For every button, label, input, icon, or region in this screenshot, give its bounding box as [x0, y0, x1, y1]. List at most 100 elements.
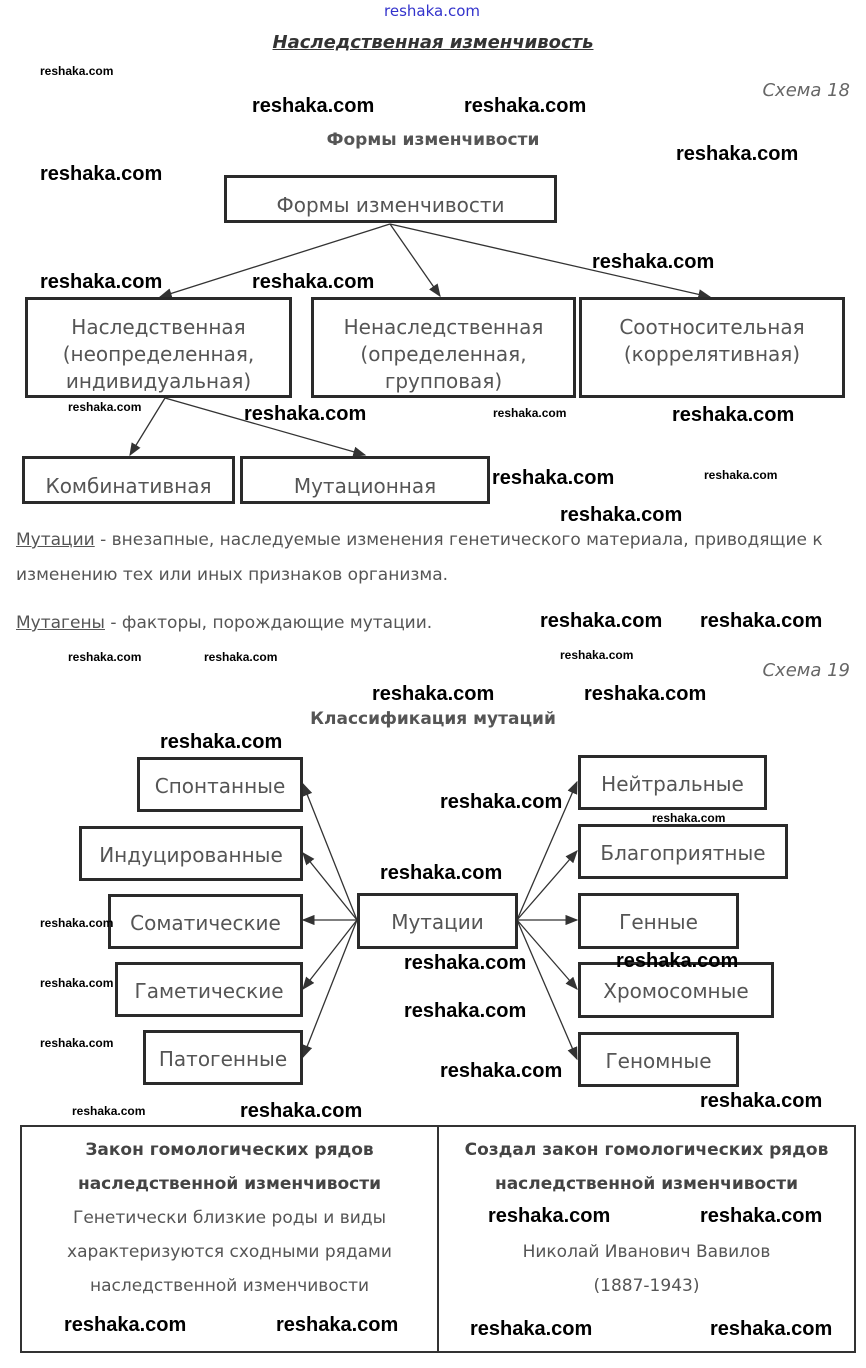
watermark: reshaka.com — [592, 251, 715, 273]
watermark: reshaka.com — [252, 95, 375, 117]
left-box-pathogenic: Патогенные — [143, 1030, 303, 1085]
watermark: reshaka.com — [676, 143, 799, 165]
watermark: reshaka.com — [40, 976, 114, 990]
box-label: Нейтральные — [601, 772, 744, 796]
watermark: reshaka.com — [540, 610, 663, 632]
schema-18-heading: Формы изменчивости — [326, 130, 540, 150]
term: Мутации — [16, 530, 95, 550]
box-label: Гаметические — [134, 979, 284, 1003]
box-sub: (определенная, — [360, 342, 527, 366]
right-box-favorable: Благоприятные — [578, 824, 788, 879]
box-label: Соматические — [130, 911, 281, 935]
left-box-induced: Индуцированные — [79, 826, 303, 881]
box-label: Геномные — [605, 1049, 712, 1073]
watermark: reshaka.com — [64, 1314, 187, 1336]
watermark: reshaka.com — [493, 406, 567, 420]
forms-root-box: Формы изменчивости — [224, 175, 557, 223]
box-label: Соотносительная — [619, 315, 805, 339]
box-label: Благоприятные — [600, 841, 766, 865]
right-box-chromosomal: Хромосомные — [578, 962, 774, 1018]
watermark: reshaka.com — [464, 95, 587, 117]
watermark: reshaka.com — [700, 1090, 823, 1112]
right-box-genomic: Геномные — [578, 1032, 739, 1087]
watermark: reshaka.com — [672, 404, 795, 426]
law-text: Генетически близкие роды и виды — [72, 1208, 386, 1228]
box-label: Патогенные — [158, 1047, 288, 1071]
box-label: Наследственная — [71, 315, 246, 339]
watermark: reshaka.com — [440, 1060, 563, 1082]
author-cell: Создал закон гомологических рядов наследс… — [437, 1125, 856, 1353]
author-years: (1887-1943) — [593, 1276, 700, 1296]
title-text: Наследственная изменчивость — [272, 32, 594, 53]
watermark: reshaka.com — [40, 1036, 114, 1050]
definition-mutations: Мутации - внезапные, наследуемые изменен… — [16, 523, 852, 593]
left-box-gametic: Гаметические — [115, 962, 303, 1017]
watermark: reshaka.com — [372, 683, 495, 705]
watermark: reshaka.com — [488, 1205, 611, 1227]
definition-text: - факторы, порождающие мутации. — [104, 613, 433, 633]
author-title: Создал закон гомологических рядов — [464, 1140, 829, 1160]
law-cell: Закон гомологических рядов наследственной… — [20, 1125, 439, 1353]
right-box-gene: Генные — [578, 893, 739, 949]
form-correlative-box: Соотносительная (коррелятивная) — [579, 297, 845, 398]
watermark: reshaka.com — [40, 271, 163, 293]
watermark: reshaka.com — [616, 950, 739, 972]
watermark: reshaka.com — [68, 400, 142, 414]
box-label: Спонтанные — [154, 774, 286, 798]
combinative-box: Комбинативная — [22, 456, 235, 504]
schema-19-heading: Классификация мутаций — [310, 709, 556, 729]
watermark: reshaka.com — [492, 467, 615, 489]
watermark: reshaka.com — [276, 1314, 399, 1336]
schema-18-label: Схема 18 — [762, 80, 850, 101]
box-sub: групповая) — [384, 369, 503, 393]
box-label: Комбинативная — [45, 474, 212, 498]
watermark: reshaka.com — [404, 952, 527, 974]
box-label: Генные — [619, 910, 698, 934]
law-title: наследственной изменчивости — [77, 1174, 382, 1194]
box-label: Хромосомные — [603, 979, 749, 1003]
watermark: reshaka.com — [584, 683, 707, 705]
watermark: reshaka.com — [710, 1318, 833, 1340]
watermark: reshaka.com — [240, 1100, 363, 1122]
page-title: Наследственная изменчивость — [0, 32, 866, 53]
watermark: reshaka.com — [40, 163, 163, 185]
right-box-neutral: Нейтральные — [578, 755, 767, 810]
watermark: reshaka.com — [160, 731, 283, 753]
watermark: reshaka.com — [72, 1104, 146, 1118]
law-text: наследственной изменчивости — [89, 1276, 370, 1296]
box-label: Ненаследственная — [343, 315, 544, 339]
box-label: Мутации — [391, 910, 484, 934]
box-sub: (неопределенная, — [62, 342, 255, 366]
watermark: reshaka.com — [244, 403, 367, 425]
form-nonhereditary-box: Ненаследственная (определенная, групповая) — [311, 297, 576, 398]
watermark: reshaka.com — [560, 504, 683, 526]
mutations-center-box: Мутации — [357, 893, 518, 949]
box-label: Индуцированные — [99, 843, 283, 867]
homologous-series-law-table: Закон гомологических рядов наследственной… — [20, 1125, 856, 1353]
form-hereditary-box: Наследственная (неопределенная, индивидуал… — [25, 297, 292, 398]
watermark: reshaka.com — [252, 271, 375, 293]
law-title: Закон гомологических рядов — [85, 1140, 374, 1160]
author-title: наследственной изменчивости — [494, 1174, 799, 1194]
watermark: reshaka.com — [204, 650, 278, 664]
watermark: reshaka.com — [470, 1318, 593, 1340]
left-box-somatic: Соматические — [108, 894, 303, 949]
box-sub: (коррелятивная) — [623, 342, 801, 366]
watermark: reshaka.com — [560, 648, 634, 662]
watermark: reshaka.com — [380, 862, 503, 884]
watermark: reshaka.com — [704, 468, 778, 482]
law-text: характеризуются сходными рядами — [67, 1242, 392, 1262]
site-link[interactable]: reshaka.com — [384, 2, 480, 20]
definition-text: - внезапные, наследуемые изменения генет… — [16, 530, 823, 585]
box-label: Формы изменчивости — [276, 193, 505, 217]
watermark: reshaka.com — [700, 1205, 823, 1227]
term: Мутагены — [16, 613, 105, 633]
box-sub: индивидуальная) — [65, 369, 252, 393]
watermark: reshaka.com — [40, 916, 114, 930]
schema-19-label: Схема 19 — [762, 660, 850, 681]
definition-mutagens: Мутагены - факторы, порождающие мутации. — [16, 606, 852, 641]
watermark: reshaka.com — [440, 791, 563, 813]
watermark: reshaka.com — [700, 610, 823, 632]
